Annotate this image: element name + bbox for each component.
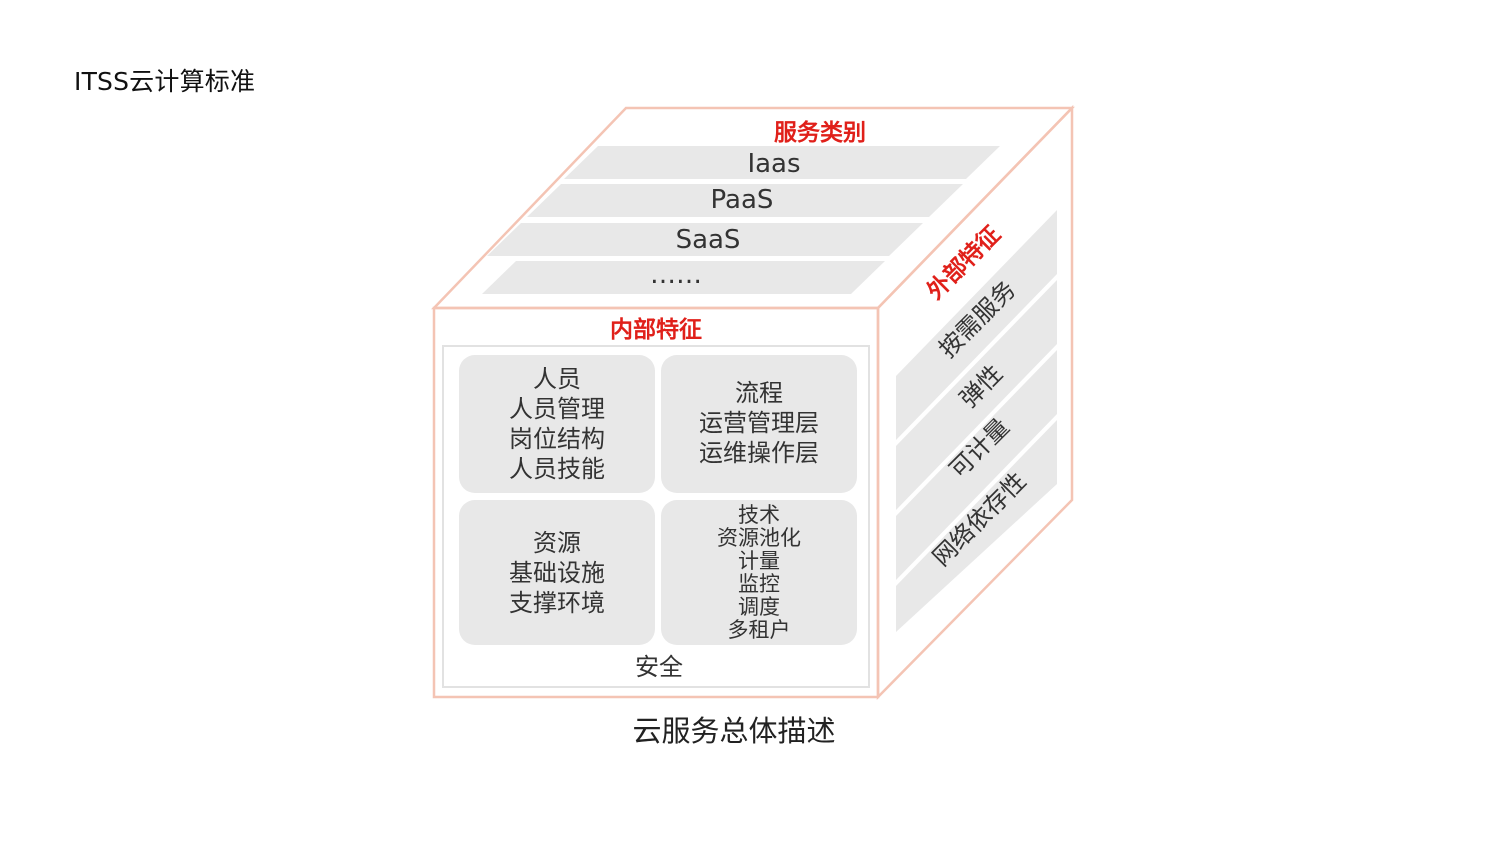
top-row-3-band	[487, 223, 923, 256]
technology-line-2: 资源池化	[717, 526, 801, 550]
front-face-outline	[432, 306, 880, 699]
technology-line-3: 计量	[738, 549, 780, 573]
technology-line-6: 多租户	[728, 618, 791, 642]
resource-line-1: 资源	[533, 529, 581, 557]
side-band-3	[896, 350, 1057, 580]
process-line-1: 流程	[735, 379, 783, 407]
top-row-3-text: SaaS	[676, 225, 741, 255]
quadrant-people	[459, 355, 655, 493]
side-band-2	[896, 280, 1057, 510]
people-line-4: 人员技能	[509, 455, 605, 483]
top-row-1-band	[564, 146, 1000, 179]
technology-line-1: 技术	[738, 503, 780, 527]
side-band-4	[896, 420, 1057, 632]
people-line-2: 人员管理	[509, 395, 605, 423]
inner-frame	[442, 345, 870, 688]
internal-features-label: 内部特征	[610, 316, 702, 343]
cube-edges	[431, 104, 1075, 701]
diagram-caption: 云服务总体描述	[632, 714, 835, 748]
side-face: 外部特征 按需服务 弹性 可计量 网络依存性	[896, 210, 1057, 632]
top-row-4-text: ……	[650, 260, 702, 290]
technology-line-4: 监控	[738, 572, 780, 596]
quadrant-resource	[459, 500, 655, 645]
security-label: 安全	[635, 653, 683, 681]
process-line-3: 运维操作层	[699, 439, 819, 467]
top-row-2-band	[527, 184, 963, 217]
slide-title: ITSS云计算标准	[74, 67, 256, 96]
quadrant-process	[661, 355, 857, 493]
process-line-2: 运营管理层	[699, 409, 819, 437]
top-face: 服务类别 Iaas PaaS SaaS ……	[482, 120, 1000, 294]
people-line-3: 岗位结构	[509, 425, 605, 453]
people-line-1: 人员	[533, 365, 581, 393]
technology-line-5: 调度	[738, 595, 780, 619]
side-band-1	[896, 210, 1057, 440]
top-row-4-band	[482, 261, 885, 294]
quadrant-technology	[661, 500, 857, 645]
resource-line-2: 基础设施	[509, 559, 605, 587]
front-face: 内部特征 人员 人员管理 岗位结构 人员技能 流程 运营管理层 运维操作层 资源…	[442, 316, 870, 688]
resource-line-3: 支撑环境	[509, 589, 605, 617]
top-row-1-text: Iaas	[747, 149, 800, 179]
service-category-label: 服务类别	[774, 120, 866, 146]
top-row-2-text: PaaS	[711, 185, 774, 215]
